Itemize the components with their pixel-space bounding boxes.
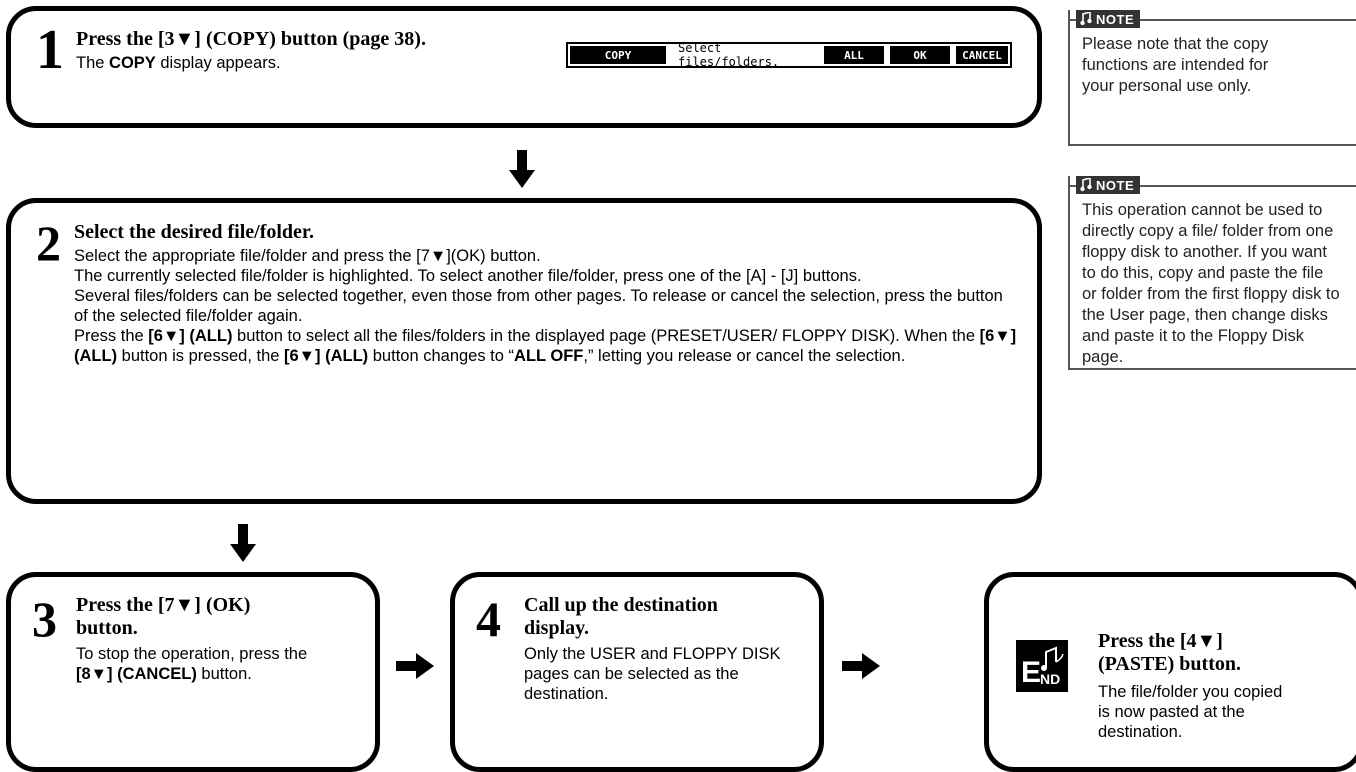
step-1-body-pre: The [76,54,110,72]
text-run: button is pressed, the [117,347,285,365]
svg-text:E: E [1021,656,1041,689]
text-run: button. [196,665,252,683]
step-3-title: Press the [7▼] (OK) button. [76,594,251,639]
step-1-body-post: display appears. [155,54,281,72]
lcd-cancel-button: CANCEL [956,46,1008,64]
step-2-paragraph: Several files/folders can be selected to… [74,287,1003,325]
text-run-bold: [6▼] (ALL) [148,327,233,345]
lcd-ok-button: OK [890,46,950,64]
end-icon: E ND [1016,640,1068,692]
step-2-number: 2 [36,215,61,271]
text-run: To stop the operation, press the [76,645,308,663]
lcd-title: COPY [570,46,666,64]
music-note-icon [1080,12,1092,26]
step-1-number: 1 [36,19,64,81]
step-4-title: Call up the destination display. [524,594,718,639]
step-3-body: To stop the operation, press the [8▼] (C… [76,644,346,684]
text-run: button to select all the files/folders i… [232,327,980,345]
svg-text:ND: ND [1040,671,1060,687]
note-text: This operation cannot be used to directl… [1082,201,1340,366]
music-note-icon [1080,178,1092,192]
right-arrow-icon [396,653,434,679]
note-tag: NOTE [1076,176,1141,194]
step-1-body-bold: COPY [109,54,156,72]
end-step-title: Press the [4▼] (PASTE) button. [1098,630,1241,675]
step-2-paragraph: Press the [6▼] (ALL) button to select al… [74,326,1019,366]
step-2-title: Select the desired file/folder. [74,221,314,243]
lcd-message: Select files/folders. [678,41,780,69]
step-1-title: Press the [3▼] (COPY) button (page 38). [76,28,426,50]
step-1-box [6,6,1042,128]
down-arrow-icon [230,524,256,562]
note-2: NOTE This operation cannot be used to di… [1068,176,1356,370]
text-run: button changes to “ [368,347,515,365]
note-divider [1070,368,1356,370]
step-4-body: Only the USER and FLOPPY DISK pages can … [524,645,781,703]
step-2-paragraph: Select the appropriate file/folder and p… [74,247,541,265]
text-run-bold: [8▼] (CANCEL) [76,665,197,683]
right-arrow-icon [842,653,880,679]
note-header: NOTE [1070,176,1356,194]
note-text: Please note that the copy functions are … [1082,35,1269,95]
lcd-all-button: ALL [824,46,884,64]
step-1-body: The COPY display appears. [76,53,281,73]
text-run-bold: ALL OFF [514,347,584,365]
copy-display: COPY Select files/folders. ALL OK CANCEL [566,41,1012,69]
step-2-paragraph: The currently selected file/folder is hi… [74,267,862,285]
note-tag: NOTE [1076,10,1141,28]
text-run-bold: [6▼] (ALL) [74,327,1017,365]
note-label: NOTE [1096,11,1135,27]
step-4-number: 4 [476,591,501,647]
text-run-bold: [6▼] (ALL) [284,347,369,365]
step-3-number: 3 [32,591,57,647]
note-label: NOTE [1096,177,1135,193]
step-2-body: Select the appropriate file/folder and p… [74,246,1019,366]
text-run: Press the [74,327,149,345]
note-1: NOTE Please note that the copy functions… [1068,10,1356,146]
note-divider [1070,144,1356,146]
end-step-body: The file/folder you copied is now pasted… [1098,683,1283,741]
text-run: ,” letting you release or cancel the sel… [583,347,906,365]
step-2-box [6,198,1042,504]
down-arrow-icon [509,150,535,188]
note-header: NOTE [1070,10,1356,28]
